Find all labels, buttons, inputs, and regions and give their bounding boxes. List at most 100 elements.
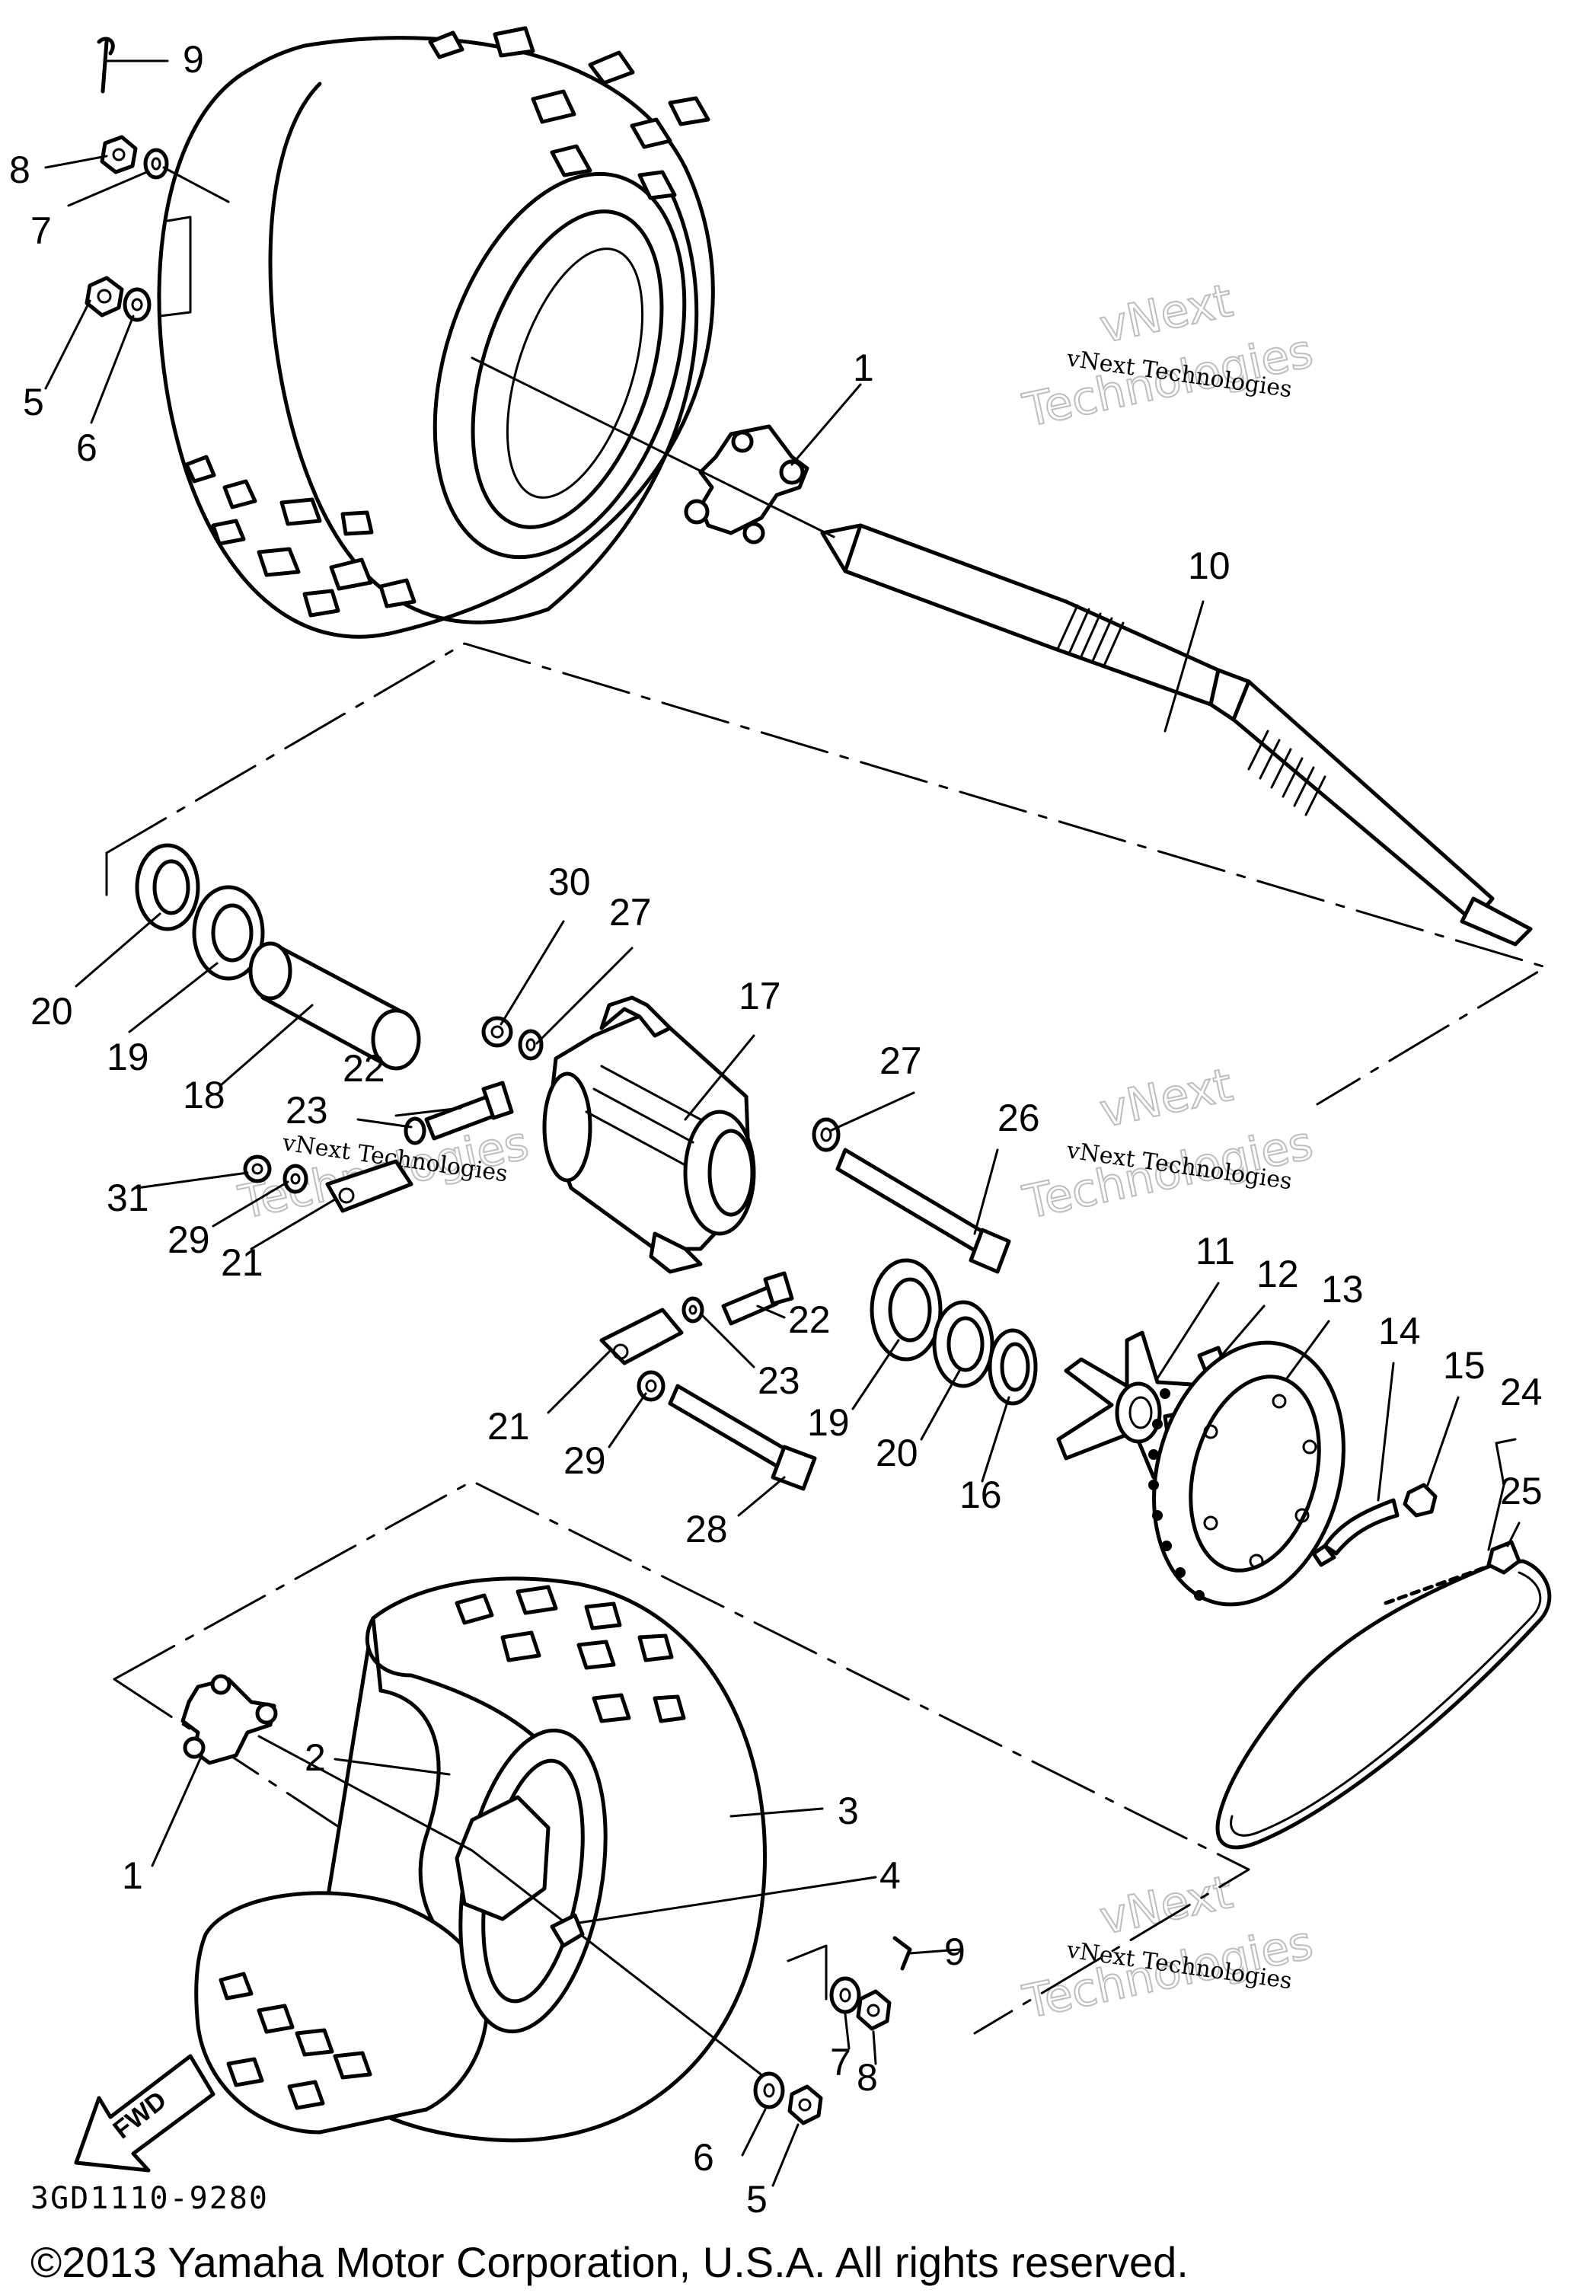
watermark-big-text: vNext [1096,1059,1237,1138]
watermark-6: vNext Technologies vNext Technologies [1018,1865,1319,2030]
nut-31 [243,1154,272,1183]
axle-housing [542,995,756,1274]
axis-line-upper [471,356,835,538]
hub-upper [684,424,809,544]
axis-line-lower-2 [471,1849,778,2088]
washer-6b [753,2071,785,2109]
rim-well [506,247,644,499]
housing-flange-right [683,1110,756,1236]
washer-7b [829,1976,861,2014]
callout-9a: 9 [183,38,204,81]
bolt-28 [668,1384,817,1491]
cotter-pin-9a [97,37,115,94]
callout-22a: 22 [343,1047,385,1090]
axis-line-lower [257,1735,474,1852]
callout-23b: 23 [758,1359,800,1402]
hub-frame [105,642,1547,1106]
valve-4 [550,1913,585,1948]
callout-9b: 9 [944,1930,966,1973]
diagram-code: 3GD1110-9280 [30,2181,269,2216]
sprocket-inner [1189,1375,1321,1573]
leader-washer [162,166,230,203]
chain-joint-25 [1486,1540,1521,1575]
watermark-big-text: vNext [1096,274,1237,354]
tire-lower-half [194,1891,490,2135]
washer-27b [812,1117,841,1152]
callout-28: 28 [685,1508,728,1550]
cotter-pin-9b [892,1936,912,1971]
callout-7a: 7 [30,209,52,252]
tire-sidewall [268,81,551,624]
axle-tip [1460,896,1533,947]
washer-23a [404,1116,426,1145]
callout-7b: 7 [830,2041,851,2084]
callout-19b: 19 [807,1401,850,1444]
leader-bracket-upper [158,216,192,318]
callout-21b: 21 [487,1405,530,1448]
nut-5b [787,2084,823,2125]
callout-1b: 1 [122,1854,143,1897]
tread-blocks [184,26,710,618]
wheel-upper-left [157,26,715,639]
axle-spline-lines [1057,604,1326,816]
housing-top-bracket [599,995,672,1038]
sprocket-hub-11 [1056,1330,1221,1480]
washer-7a [143,148,169,180]
spacer-tube-end [371,1008,421,1071]
lock-washer-14 [1311,1498,1400,1567]
callout-2: 2 [305,1736,326,1779]
callout-11: 11 [1195,1230,1235,1273]
sprocket-13 [1148,1340,1345,1607]
callout-20a: 20 [30,990,73,1033]
callout-26: 26 [998,1097,1040,1139]
hub-lower [180,1674,278,1765]
wheel-lower [194,1576,767,2143]
callout-12: 12 [1256,1253,1299,1295]
copyright-notice: ©2013 Yamaha Motor Corporation, U.S.A. A… [30,2238,1189,2286]
callout-numbers: 9 8 7 5 6 1 10 20 19 18 30 27 17 27 26 2… [9,38,1543,2221]
callout-22b: 22 [788,1298,831,1341]
watermark-2: vNext Technologies vNext Technologies [1018,273,1319,439]
washer-29b [637,1370,666,1402]
tread-blocks-lower [219,1585,686,2110]
bolt-22a [424,1081,514,1141]
lower-frame [113,1480,1250,2035]
callout-6a: 6 [76,426,97,469]
fwd-arrow-icon: FWD [74,2054,215,2173]
callout-5b: 5 [746,2178,768,2221]
nut-5a [85,276,124,318]
callout-20b: 20 [876,1432,918,1474]
watermark-big-text: vNext [1096,1866,1237,1946]
callout-15: 15 [1443,1344,1486,1387]
sprocket-teeth [1148,1388,1205,1601]
callout-14: 14 [1378,1310,1421,1352]
washer-27a [518,1029,544,1061]
bracket-21b [599,1308,684,1365]
callout-6b: 6 [693,2136,714,2179]
leader-bracket-lower [787,1944,828,2001]
drive-chain-24 [1215,1559,1552,1850]
callout-8b: 8 [857,2056,878,2099]
leader-lines [44,59,1521,2187]
axle-body-upper [843,523,1221,707]
callout-13: 13 [1321,1268,1364,1311]
nut-8a [100,135,138,174]
callout-21a: 21 [221,1241,263,1284]
callout-4: 4 [879,1854,901,1897]
callout-31: 31 [107,1177,149,1219]
tire-sidewall-outer [546,188,699,612]
callout-5a: 5 [23,381,44,423]
housing-flange-left [542,1071,592,1183]
spacer-tube-start [248,941,292,1001]
bolt-22b [721,1271,794,1326]
callout-17: 17 [739,975,781,1017]
bolt-26 [835,1148,1011,1274]
callout-3: 3 [838,1790,859,1832]
callout-16: 16 [959,1474,1002,1516]
watermark-4: vNext Technologies vNext Technologies [1018,1058,1319,1231]
callout-30: 30 [548,861,591,903]
washer-23b [681,1296,704,1324]
nut-8b [856,1989,892,2031]
sprocket-outer [1152,1340,1345,1607]
